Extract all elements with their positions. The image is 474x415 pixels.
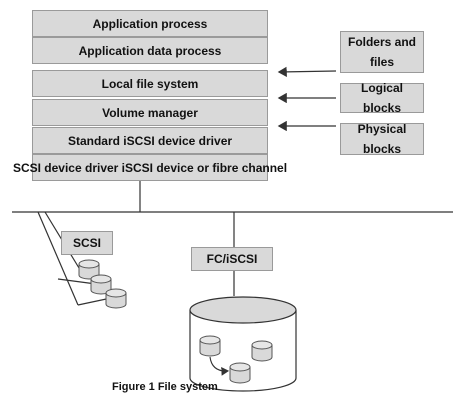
side-box-logical-blocks: Logical blocks [340,81,424,115]
layer-label: Application process [92,16,208,31]
layer-label: Application data process [78,43,222,58]
side-box-label: Physical blocks [357,122,407,156]
scsi-label: SCSI [72,236,101,250]
fc-iscsi-label: FC/iSCSI [206,252,258,266]
side-box-label: Logical blocks [360,81,403,115]
fc-iscsi-label-box: FC/iSCSI [191,247,273,271]
figure-caption: Figure 1 File system [112,381,218,393]
storage-disk-icon [199,335,221,357]
storage-link-arrow [209,356,230,376]
side-box-folders-files: Folders and files [340,31,424,73]
scsi-disk-icon [78,259,100,280]
layer-standard-iscsi-driver: Standard iSCSI device driver [32,127,268,154]
layer-scsi-device-driver: SCSI device driver iSCSI device or fibre… [13,154,287,181]
scsi-label-box: SCSI [61,231,113,255]
scsi-branch-line [57,278,97,285]
layer-label: Standard iSCSI device driver [67,133,233,148]
storage-cylinder-icon [189,296,297,392]
arrow-folders-files [277,66,337,78]
layer-volume-manager: Volume manager [32,99,268,126]
layer-label: Local file system [101,76,199,91]
layer-label: Volume manager [102,105,198,120]
layer-local-file-system: Local file system [32,70,268,97]
layer-application-process: Application process [32,10,268,37]
side-box-label: Folders and files [347,35,416,69]
scsi-disk-icon [90,274,112,295]
scsi-disk-icon [105,288,127,309]
layer-label: SCSI device driver iSCSI device or fibre… [12,160,288,175]
scsi-branch-line [37,211,79,306]
storage-disk-icon [251,340,273,362]
layer-application-data-process: Application data process [32,37,268,64]
side-box-physical-blocks: Physical blocks [340,122,424,156]
storage-disk-icon [229,362,251,384]
